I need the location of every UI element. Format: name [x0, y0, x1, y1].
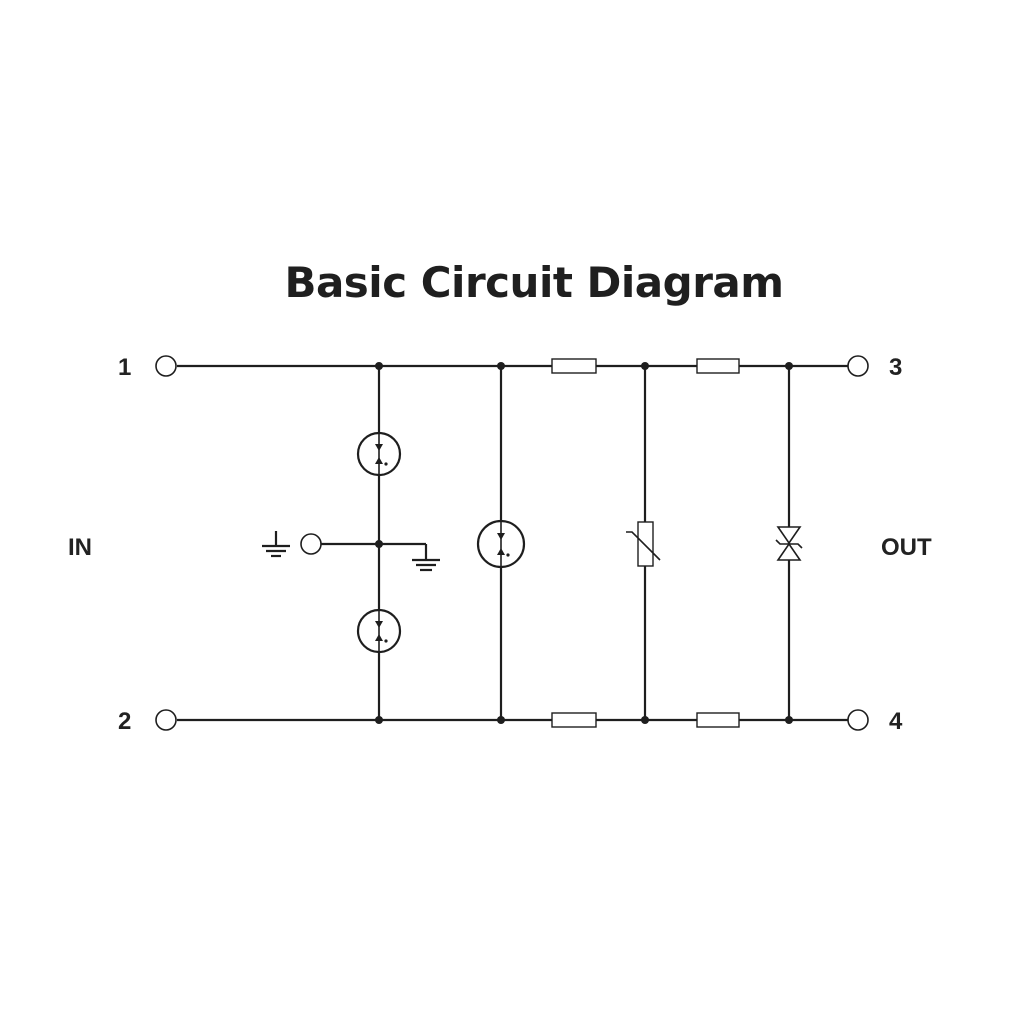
terminal-1-label: 1	[118, 354, 131, 381]
gas-discharge-tube-center	[476, 362, 526, 724]
gas-discharge-tube-upper	[356, 431, 402, 477]
ground-terminal	[300, 533, 322, 555]
gas-discharge-tube-branch	[262, 362, 440, 724]
tvs-diode	[775, 362, 803, 724]
input-label: IN	[68, 534, 92, 561]
output-label: OUT	[881, 534, 932, 561]
resistor-bottom-2	[696, 712, 740, 728]
terminal-4	[847, 709, 869, 731]
resistor-bottom-1	[551, 712, 597, 728]
terminal-3	[847, 355, 869, 377]
varistor	[626, 362, 661, 724]
terminal-2-label: 2	[118, 708, 131, 735]
terminal-3-label: 3	[889, 354, 902, 381]
resistor-top-1	[551, 358, 597, 374]
earth-symbol-icon	[262, 531, 290, 558]
terminal-1	[155, 355, 177, 377]
ground-icon	[412, 558, 440, 572]
diagram-title: Basic Circuit Diagram	[284, 258, 784, 307]
resistor-top-2	[696, 358, 740, 374]
terminal-2	[155, 709, 177, 731]
gas-discharge-tube-lower	[356, 608, 402, 654]
terminal-4-label: 4	[889, 708, 903, 735]
